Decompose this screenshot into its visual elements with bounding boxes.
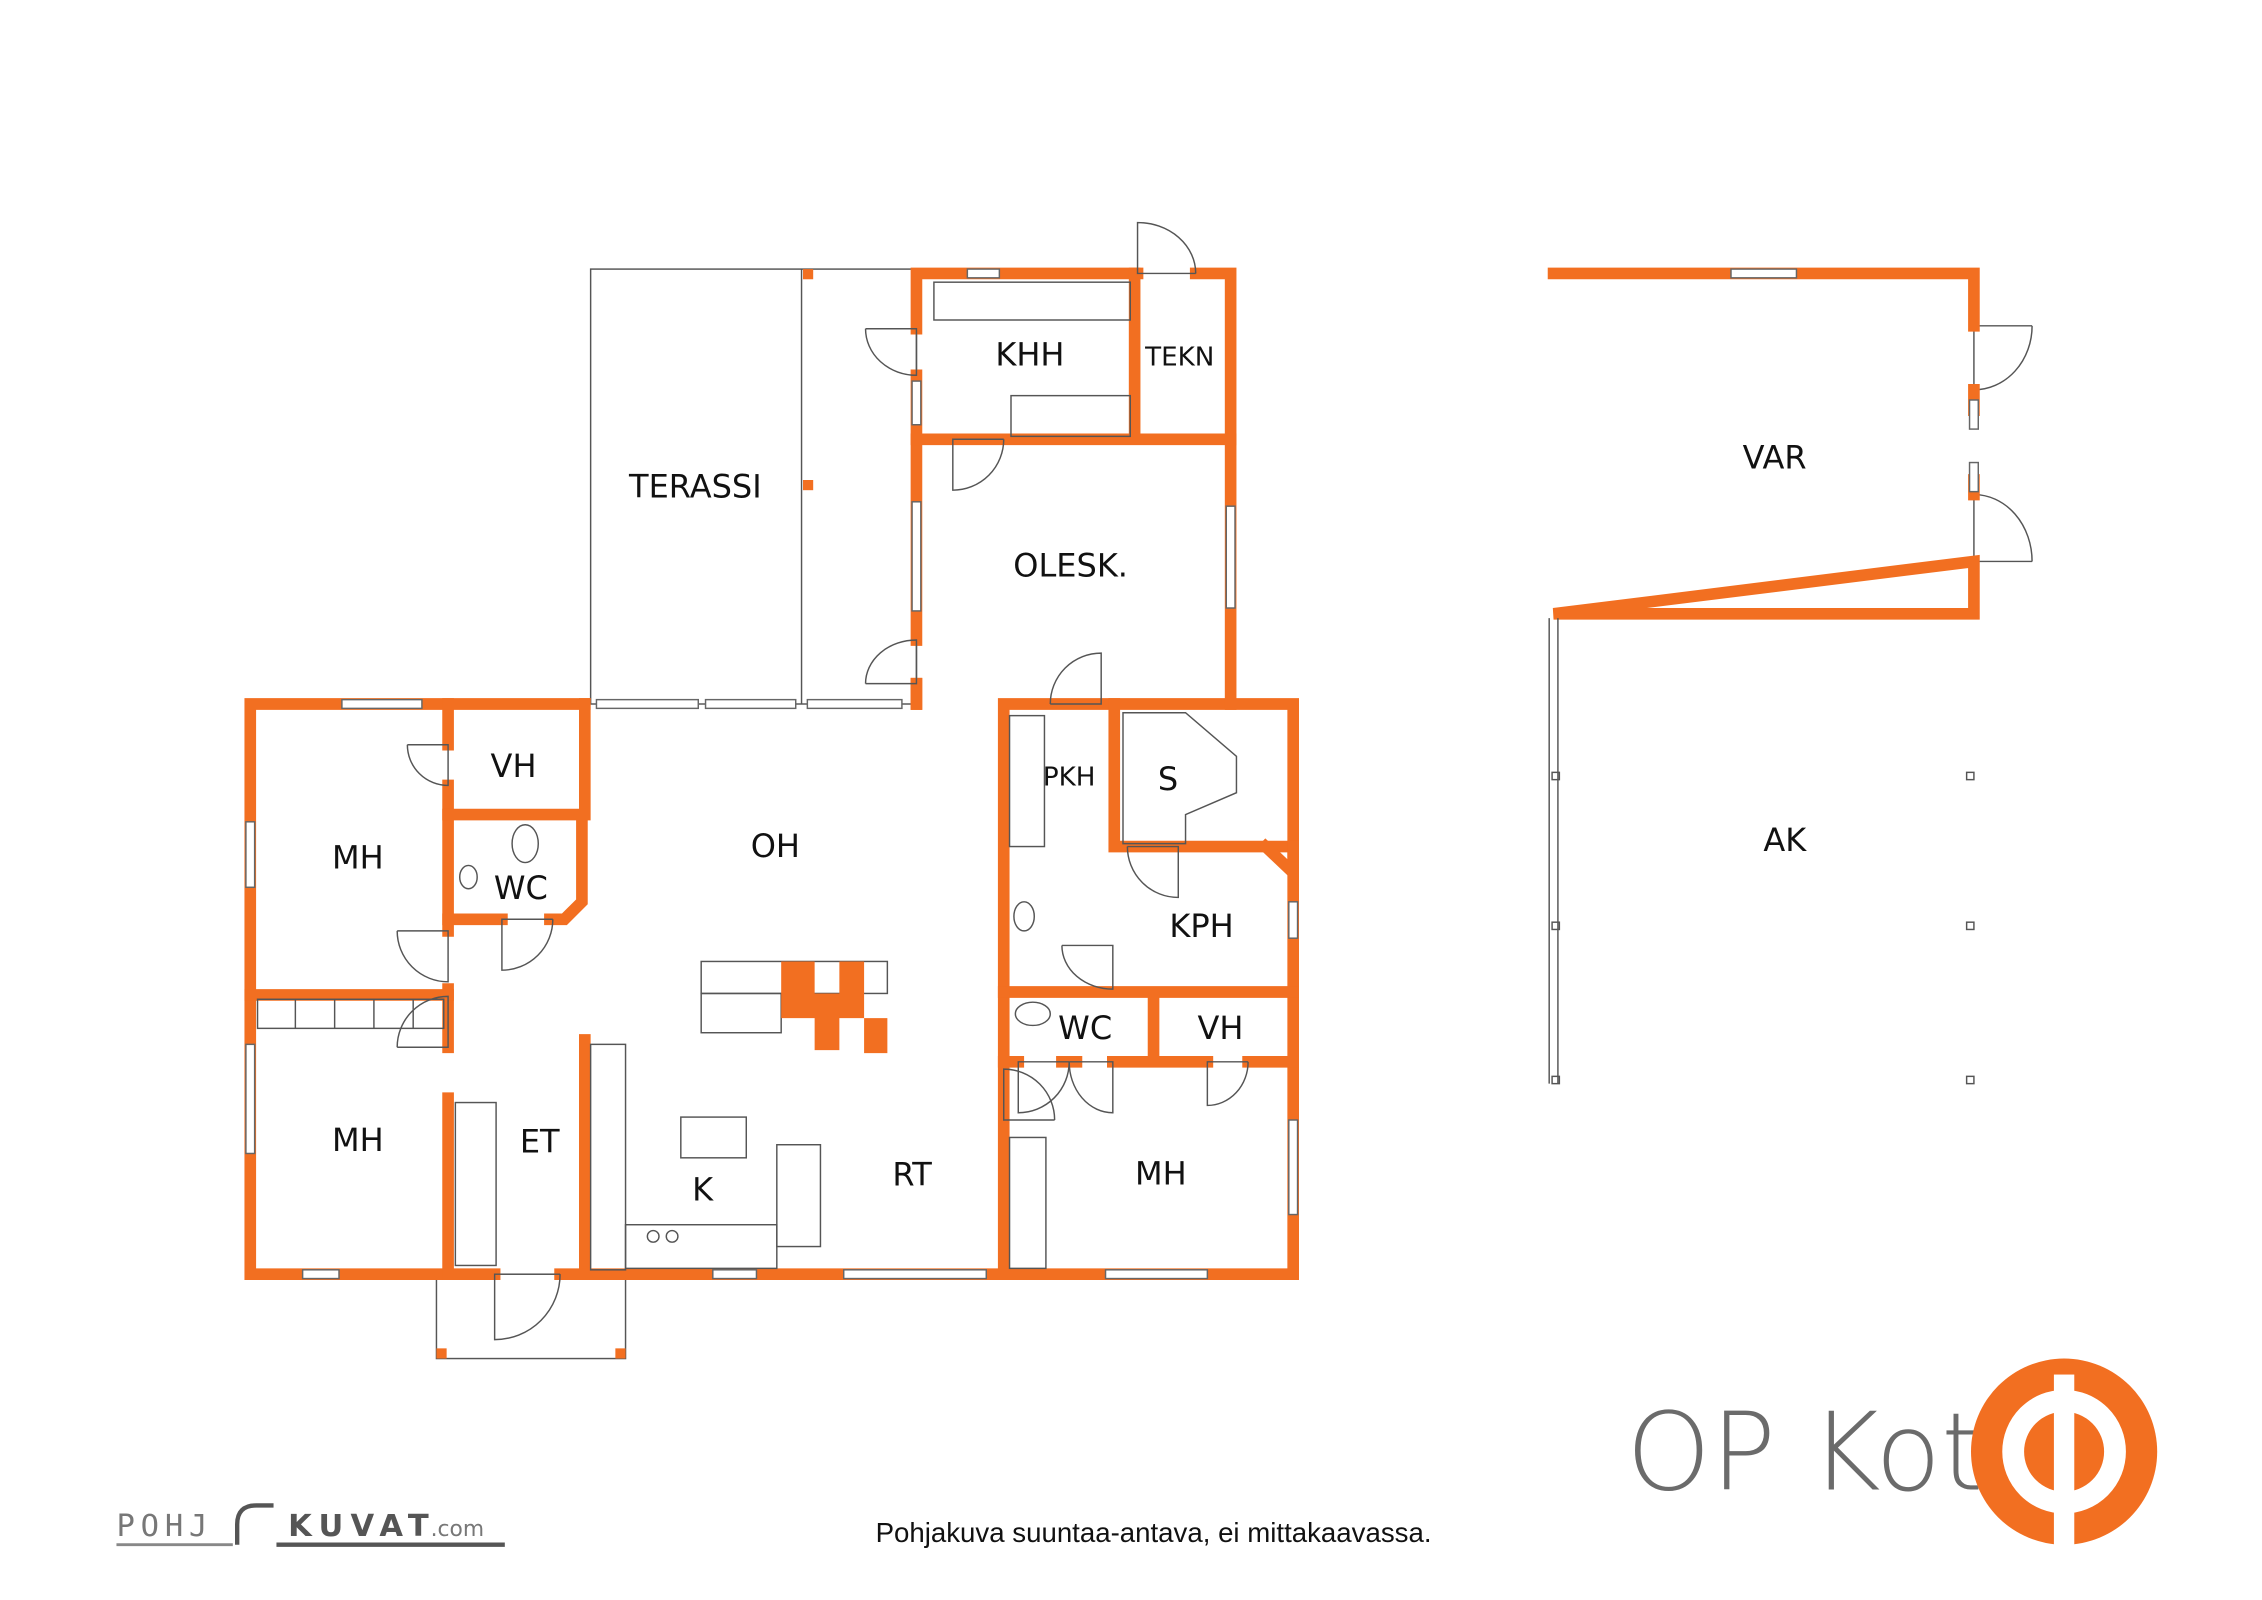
room-vh: VH [491,747,537,785]
door-swing [1003,1068,1056,1121]
porch [435,1273,627,1360]
room-pkh: PKH [1043,763,1096,793]
room-oh: OH [751,827,800,865]
room-et: ET [520,1122,560,1160]
door-swing [1061,944,1114,990]
room-k: K [692,1170,714,1208]
disclaimer: Pohjakuva suuntaa-antava, ei mittakaavas… [876,1517,1432,1548]
walls [244,267,1299,1280]
logo-text-2: KUVAT [288,1509,436,1544]
door-swing [1973,325,2033,391]
carport [1548,618,1975,1085]
windows [245,268,1299,1280]
room-vh: VH [1197,1009,1243,1047]
door-swing [1136,221,1197,275]
door-swing [406,744,449,787]
door-swing [864,328,918,377]
door-swing [493,1273,561,1341]
door-swing [952,438,1005,491]
door-swing [396,995,449,1048]
door-swing [1049,652,1102,705]
room-s: S [1158,760,1178,798]
kitchen-island [589,960,889,1271]
storage-building [1547,267,1980,620]
door-swing [501,918,554,971]
logo-text-3: .com [431,1517,484,1542]
room-wc: WC [494,869,548,907]
room-kph: KPH [1169,907,1233,945]
room-mh: MH [332,1121,384,1159]
room-labels: TERASSI KHH TEKN OLESK. VH MH WC OH PKH … [332,335,1807,1208]
room-olesk: OLESK. [1013,546,1128,584]
door-swing [1973,493,2033,563]
room-rt: RT [892,1156,932,1194]
door-swing [864,639,918,685]
pohjakuvat-logo: POHJ KUVAT .com [116,1503,505,1547]
doors [396,221,2033,1341]
room-khh: KHH [995,335,1064,373]
room-mh: MH [1135,1154,1187,1192]
door-swing [1017,1061,1070,1114]
door-swing [1068,1061,1114,1114]
room-var: VAR [1743,439,1807,477]
room-tekn: TEKN [1144,342,1214,372]
room-ak: AK [1763,821,1807,859]
door-swing [1126,845,1179,899]
logo-text-1: POHJ [116,1509,213,1544]
room-terassi: TERASSI [628,468,762,506]
op-logo-icon [1971,1358,2158,1547]
room-wc: WC [1058,1009,1112,1047]
room-mh: MH [332,839,384,877]
wardrobes [256,281,1238,1270]
op-koti-brand: OP Koti [1626,1390,2013,1515]
door-swing [396,930,449,983]
door-swing [1206,1061,1249,1107]
